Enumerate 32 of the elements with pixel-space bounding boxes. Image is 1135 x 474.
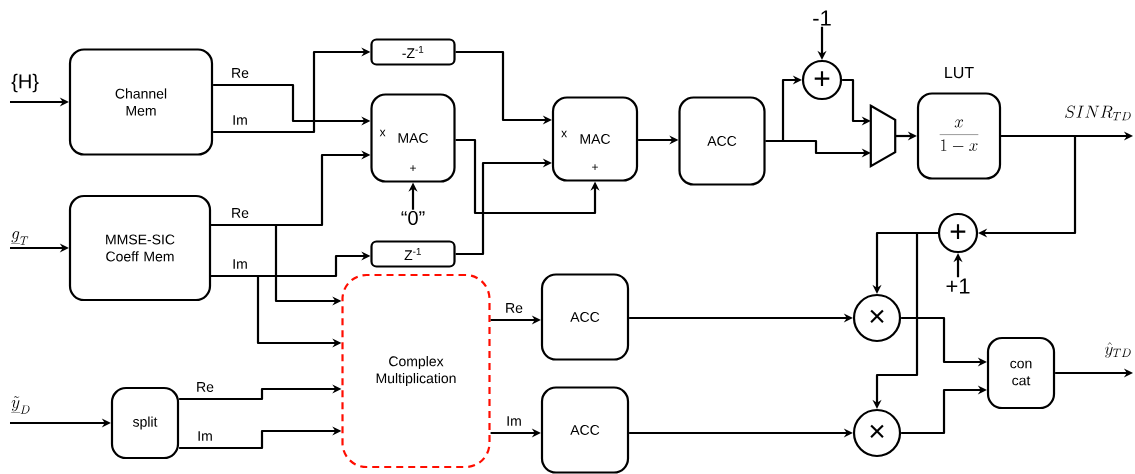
edge-label: Re xyxy=(230,67,250,79)
edge-label: Im xyxy=(231,258,249,270)
port-label: x xyxy=(379,129,386,137)
edge-label: Im xyxy=(505,415,523,427)
port-label: x xyxy=(561,130,567,138)
input-label: $\underline{\tilde{y}}_D$ xyxy=(11,396,30,414)
edge-label: Im xyxy=(196,430,214,442)
edge-label: Re xyxy=(195,381,215,393)
edge-label: Re xyxy=(230,207,250,219)
input-label: $\underline{g}_T$ xyxy=(11,231,29,245)
input-label: {H} xyxy=(11,73,39,93)
accumulator-block: ACC xyxy=(678,96,766,186)
accumulator-block: ACC xyxy=(540,386,630,474)
lut-block: $\frac{x}{1-x}$ xyxy=(916,92,1002,180)
split-block: split xyxy=(110,386,180,460)
block-heading: LUT xyxy=(945,67,974,79)
constant-label: +1 xyxy=(946,278,970,294)
constant-label: -1 xyxy=(813,10,831,26)
memory-block: MMSE-SIC Coeff Mem xyxy=(68,194,212,302)
port-label: + xyxy=(410,165,416,171)
port-label: + xyxy=(592,164,598,170)
output-label: $SINR_{TD}$ xyxy=(1065,105,1131,121)
delay-block: -Z$^{-1}$ xyxy=(370,38,456,66)
concat-block: con cat xyxy=(986,336,1056,410)
constant-label: “0” xyxy=(401,210,425,226)
edge-label: Im xyxy=(231,114,249,126)
multiplication-block: Complex Multiplication xyxy=(341,273,491,469)
output-label: $\hat{y}_{TD}$ xyxy=(1104,342,1131,358)
memory-block: Channel Mem xyxy=(68,48,214,156)
edge-label: Re xyxy=(504,302,524,314)
accumulator-block: ACC xyxy=(540,273,630,361)
delay-block: Z$^{-1}$ xyxy=(370,240,456,268)
